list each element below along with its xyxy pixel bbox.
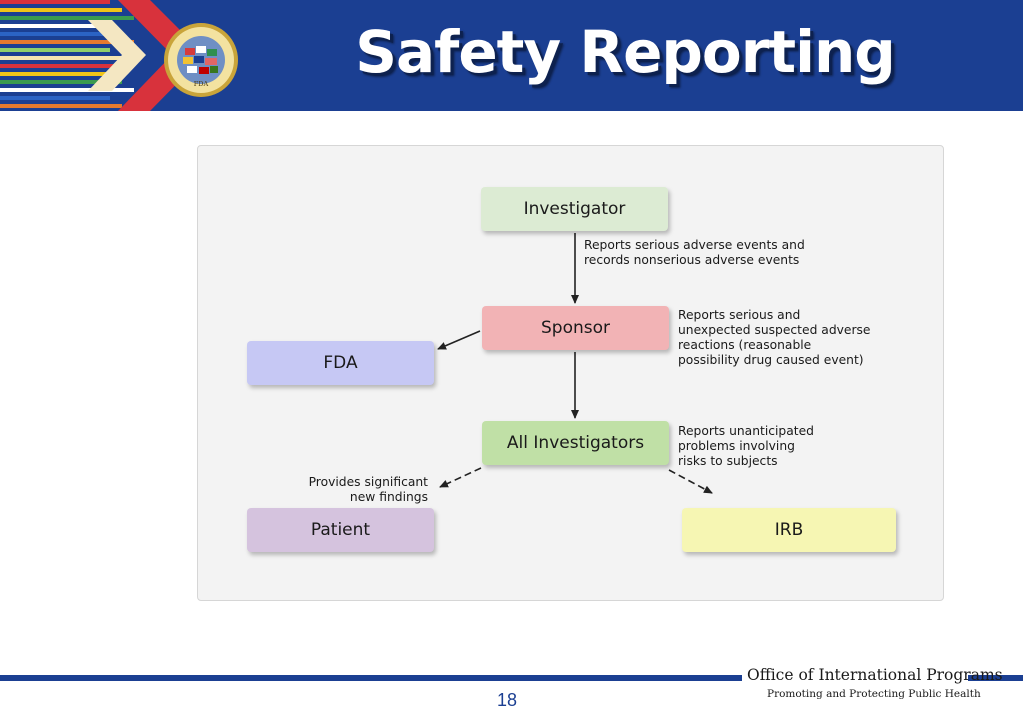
stripe-mark bbox=[0, 56, 122, 60]
fda-seal-icon: FDA bbox=[164, 23, 238, 97]
stripe-mark bbox=[0, 104, 122, 108]
note-investigator-to-sponsor: Reports serious adverse events and recor… bbox=[584, 238, 805, 267]
stripe-mark bbox=[0, 64, 134, 68]
header-banner: FDA Safety Reporting bbox=[0, 0, 1023, 111]
stripe-mark bbox=[0, 16, 134, 20]
stripe-mark bbox=[0, 96, 110, 100]
arrow-sponsor-to-fda bbox=[437, 330, 481, 350]
seal-fda-text: FDA bbox=[194, 80, 209, 88]
node-all-investigators: All Investigators bbox=[482, 421, 669, 465]
note-all-to-irb: Reports unanticipated problems involving… bbox=[678, 424, 814, 468]
node-irb: IRB bbox=[682, 508, 896, 552]
stripe-mark bbox=[0, 40, 134, 44]
chevron-arrow-mark bbox=[88, 20, 146, 91]
note-sponsor-to-fda: Reports serious and unexpected suspected… bbox=[678, 308, 871, 367]
arrow-all-investigators-to-patient bbox=[439, 467, 482, 488]
stripe-mark bbox=[0, 24, 110, 28]
page-number: 18 bbox=[497, 690, 518, 710]
footer-rule-right bbox=[968, 675, 1023, 681]
node-patient: Patient bbox=[247, 508, 434, 552]
node-investigator: Investigator bbox=[481, 187, 668, 231]
note-all-to-patient: Provides significant new findings bbox=[308, 475, 428, 504]
stripe-mark bbox=[0, 72, 110, 76]
stripe-mark bbox=[0, 80, 122, 84]
page-title: Safety Reporting bbox=[355, 18, 896, 86]
footer-rule-left bbox=[0, 675, 742, 681]
office-tagline: Promoting and Protecting Public Health bbox=[767, 688, 981, 700]
node-fda: FDA bbox=[247, 341, 434, 385]
stripe-mark bbox=[0, 0, 110, 4]
stripe-mark bbox=[0, 32, 122, 36]
office-name: Office of International Programs bbox=[747, 666, 1003, 684]
node-sponsor: Sponsor bbox=[482, 306, 669, 350]
stripe-mark bbox=[0, 88, 134, 92]
arrow-all-investigators-to-irb bbox=[668, 469, 713, 494]
stripe-mark bbox=[0, 8, 122, 12]
stripe-mark bbox=[0, 48, 110, 52]
